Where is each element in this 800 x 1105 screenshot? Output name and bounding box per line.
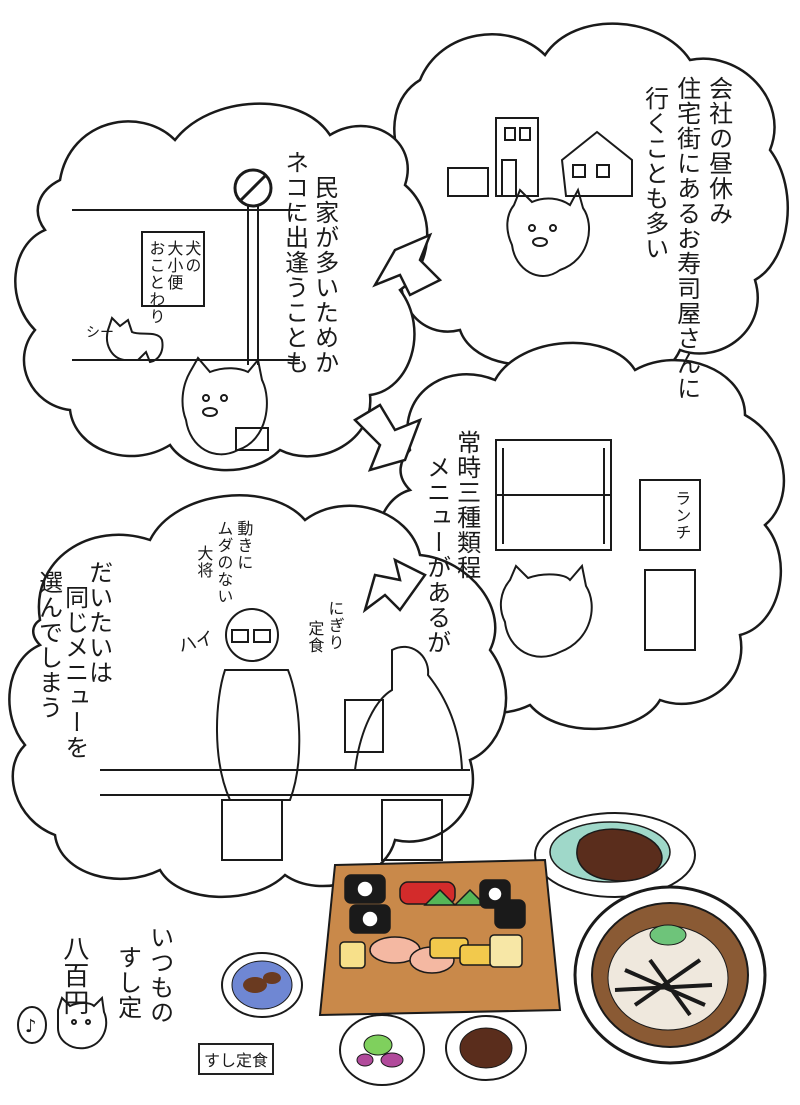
food-label-1: いつもの (145, 925, 174, 1025)
caption-top-left-2: ネコに出逢うことも (280, 150, 309, 375)
house-1 (447, 167, 489, 197)
dish-label: すし定食 (198, 1043, 275, 1075)
stool-1 (221, 799, 283, 861)
arrow-2 (352, 403, 423, 472)
lunch-board (639, 479, 701, 551)
cat-character-2 (181, 356, 268, 456)
caption-mid-right-1: 常時三種類程 (452, 430, 481, 580)
food-price: 八百円 (58, 935, 89, 1016)
caption-bottom-left-2: 同じメニューを (60, 585, 89, 760)
caption-top-right-1: 会社の昼休み (704, 76, 733, 226)
caption-bottom-left-3: 選んでしまう (34, 570, 63, 720)
small-cat (106, 316, 164, 364)
chef-note-2: ムダのない (214, 520, 234, 605)
chef-note-1: 動きに (234, 520, 254, 571)
caption-top-right-2: 住宅街にあるお寿司屋さんに (672, 76, 701, 401)
chef-note-3: 大将 (194, 545, 214, 579)
croquette (576, 828, 663, 882)
order-line-2: 定食 (305, 620, 325, 654)
sign-line-3: おことわり (146, 240, 166, 325)
chef-body (216, 669, 301, 801)
small-cat-face (57, 995, 108, 1050)
cat-sound: シー (86, 325, 114, 341)
register (644, 569, 696, 651)
order-line-1: にぎり (325, 600, 345, 651)
sign-line-1: 犬の (182, 240, 202, 274)
arrow-1 (372, 232, 443, 297)
arrow-3 (362, 557, 427, 614)
nori-strips (614, 958, 713, 1017)
music-note-bubble (17, 1006, 47, 1044)
sign-line-2: 大小便 (164, 240, 184, 291)
food-label-2: すし定 (113, 945, 142, 1020)
customer (353, 645, 464, 771)
caption-top-right-3: 行くことも多い (640, 86, 669, 261)
caption-mid-right-2: メニューがあるが (422, 455, 451, 655)
chef-head (225, 608, 279, 662)
cat-character-1 (506, 187, 590, 277)
svg-text:♪: ♪ (25, 1016, 37, 1037)
lunch-board-label: ランチ (672, 490, 692, 541)
no-parking-sign (233, 168, 273, 208)
cat-character-3 (499, 563, 593, 658)
house-3 (560, 130, 633, 197)
dog-sign-board (141, 231, 205, 307)
caption-top-left-1: 民家が多いためか (310, 175, 339, 375)
caption-bottom-left-1: だいたいは (84, 560, 113, 685)
stool-2 (381, 799, 443, 861)
